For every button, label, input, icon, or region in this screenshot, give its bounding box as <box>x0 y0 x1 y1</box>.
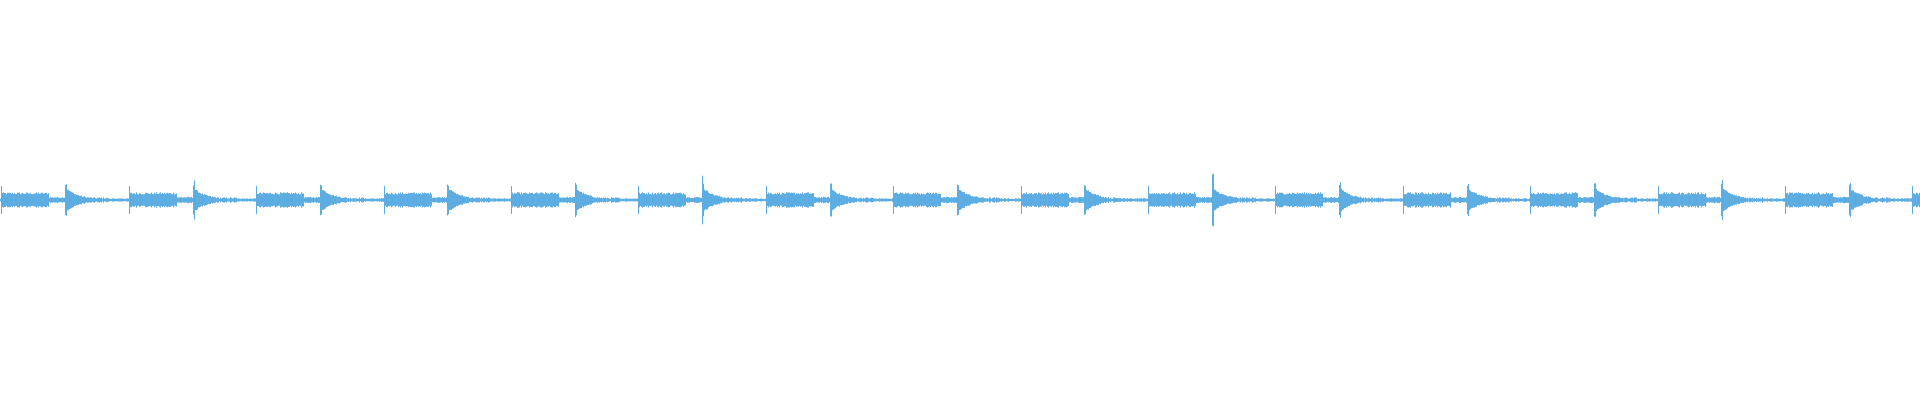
waveform-peaks <box>0 173 1920 227</box>
